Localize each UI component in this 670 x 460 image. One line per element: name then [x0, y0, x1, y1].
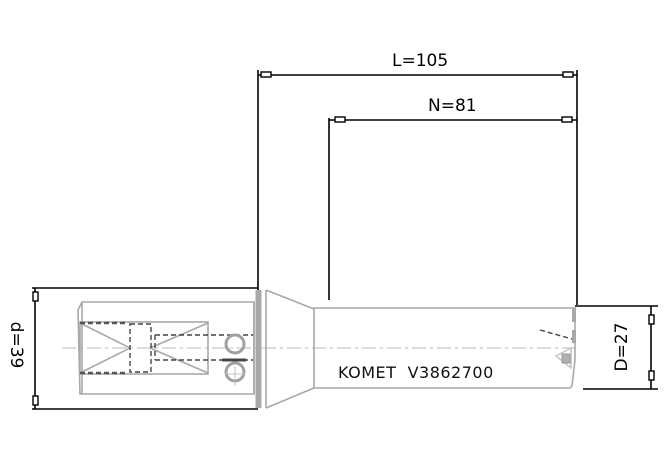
- insert-screw-icon: [561, 353, 571, 364]
- taper-bottom-line: [265, 387, 315, 409]
- hidden-bore-chamber: [129, 323, 152, 373]
- dimension-label-D: D=27: [612, 323, 632, 372]
- dimension-label-d: d=39: [6, 322, 26, 369]
- cone-line: [79, 347, 131, 374]
- dimension-shank-diameter: d=39: [6, 287, 258, 410]
- arrow-tick-icon: [32, 291, 39, 302]
- arrow-tick-icon: [32, 395, 39, 406]
- arrow-tick-icon: [561, 116, 573, 123]
- tool-taper: [258, 289, 315, 409]
- cone-line: [79, 322, 131, 349]
- taper-top-line: [265, 289, 315, 310]
- tool-shank: [77, 290, 259, 408]
- dimension-overall-length: L=105: [257, 51, 578, 305]
- dimension-label-N: N=81: [428, 96, 477, 116]
- coolant-hole-icon: [224, 333, 246, 355]
- arrow-tick-icon: [648, 314, 655, 325]
- arrow-tick-icon: [260, 71, 272, 78]
- arrow-tick-icon: [334, 116, 346, 123]
- dimension-label-L: L=105: [392, 51, 448, 71]
- arrow-tick-icon: [648, 370, 655, 381]
- arrow-tick-icon: [562, 71, 574, 78]
- tool-marking-label: KOMET V3862700: [338, 363, 494, 382]
- dimension-usable-length: N=81: [328, 96, 577, 300]
- hidden-insert-line: [539, 329, 573, 340]
- tool-body: KOMET V3862700: [313, 307, 576, 389]
- shank-body-outline: [77, 301, 255, 395]
- clamp-flat-outline: [79, 321, 209, 375]
- dimension-cutting-diameter: D=27: [575, 305, 658, 390]
